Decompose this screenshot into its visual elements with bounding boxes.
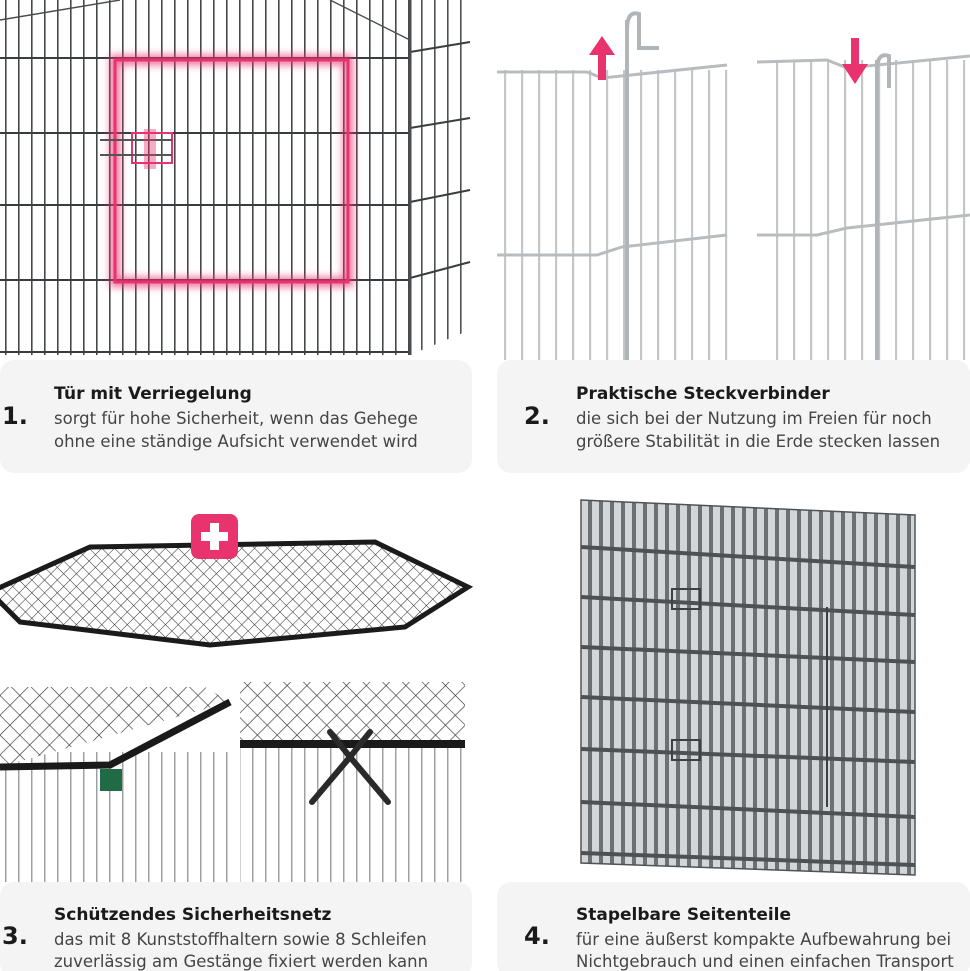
net-illustration	[0, 497, 475, 882]
plus-icon	[191, 514, 238, 559]
feature-line-2: ohne eine ständige Aufsicht verwendet wi…	[54, 432, 418, 451]
caption-1: 1. Tür mit Verriegelung sorgt für hohe S…	[0, 360, 472, 473]
feature-3: 3. Schützendes Sicherheitsnetz das mit 8…	[0, 497, 475, 971]
clip-icon	[100, 769, 122, 791]
feature-number: 4.	[524, 922, 550, 950]
bow-icon	[309, 729, 391, 805]
feature-line-2: zuverlässig am Gestänge fixiert werden k…	[54, 952, 429, 971]
feature-number: 2.	[524, 402, 550, 430]
feature-number: 3.	[2, 922, 28, 950]
feature-line-1: die sich bei der Nutzung im Freien für n…	[576, 409, 932, 428]
feature-line-2: Nichtgebrauch und einen einfachen Transp…	[576, 952, 954, 971]
feature-4: 4. Stapelbare Seitenteile für eine äußer…	[497, 497, 970, 971]
feature-2: 2. Praktische Steckverbinder die sich be…	[497, 0, 970, 475]
caption-3: 3. Schützendes Sicherheitsnetz das mit 8…	[0, 882, 472, 971]
door-illustration	[0, 0, 475, 360]
stacked-panels-illustration	[497, 497, 970, 882]
feature-title: Praktische Steckverbinder	[576, 384, 830, 404]
lock-icon	[100, 129, 173, 169]
down-arrow-icon	[842, 38, 868, 84]
feature-title: Stapelbare Seitenteile	[576, 905, 792, 925]
feature-line-2: größere Stabilität in die Erde stecken l…	[576, 432, 941, 451]
feature-title: Tür mit Verriegelung	[54, 384, 252, 404]
up-arrow-icon	[589, 36, 615, 80]
caption-2: 2. Praktische Steckverbinder die sich be…	[497, 360, 970, 473]
connector-illustration	[497, 0, 970, 360]
feature-line-1: das mit 8 Kunststoffhaltern sowie 8 Schl…	[54, 930, 427, 949]
feature-1: 1. Tür mit Verriegelung sorgt für hohe S…	[0, 0, 475, 475]
caption-4: 4. Stapelbare Seitenteile für eine äußer…	[497, 882, 970, 971]
feature-title: Schützendes Sicherheitsnetz	[54, 905, 332, 925]
feature-number: 1.	[2, 402, 28, 430]
feature-line-1: für eine äußerst kompakte Aufbewahrung b…	[576, 930, 952, 949]
feature-line-1: sorgt für hohe Sicherheit, wenn das Gehe…	[54, 409, 418, 428]
